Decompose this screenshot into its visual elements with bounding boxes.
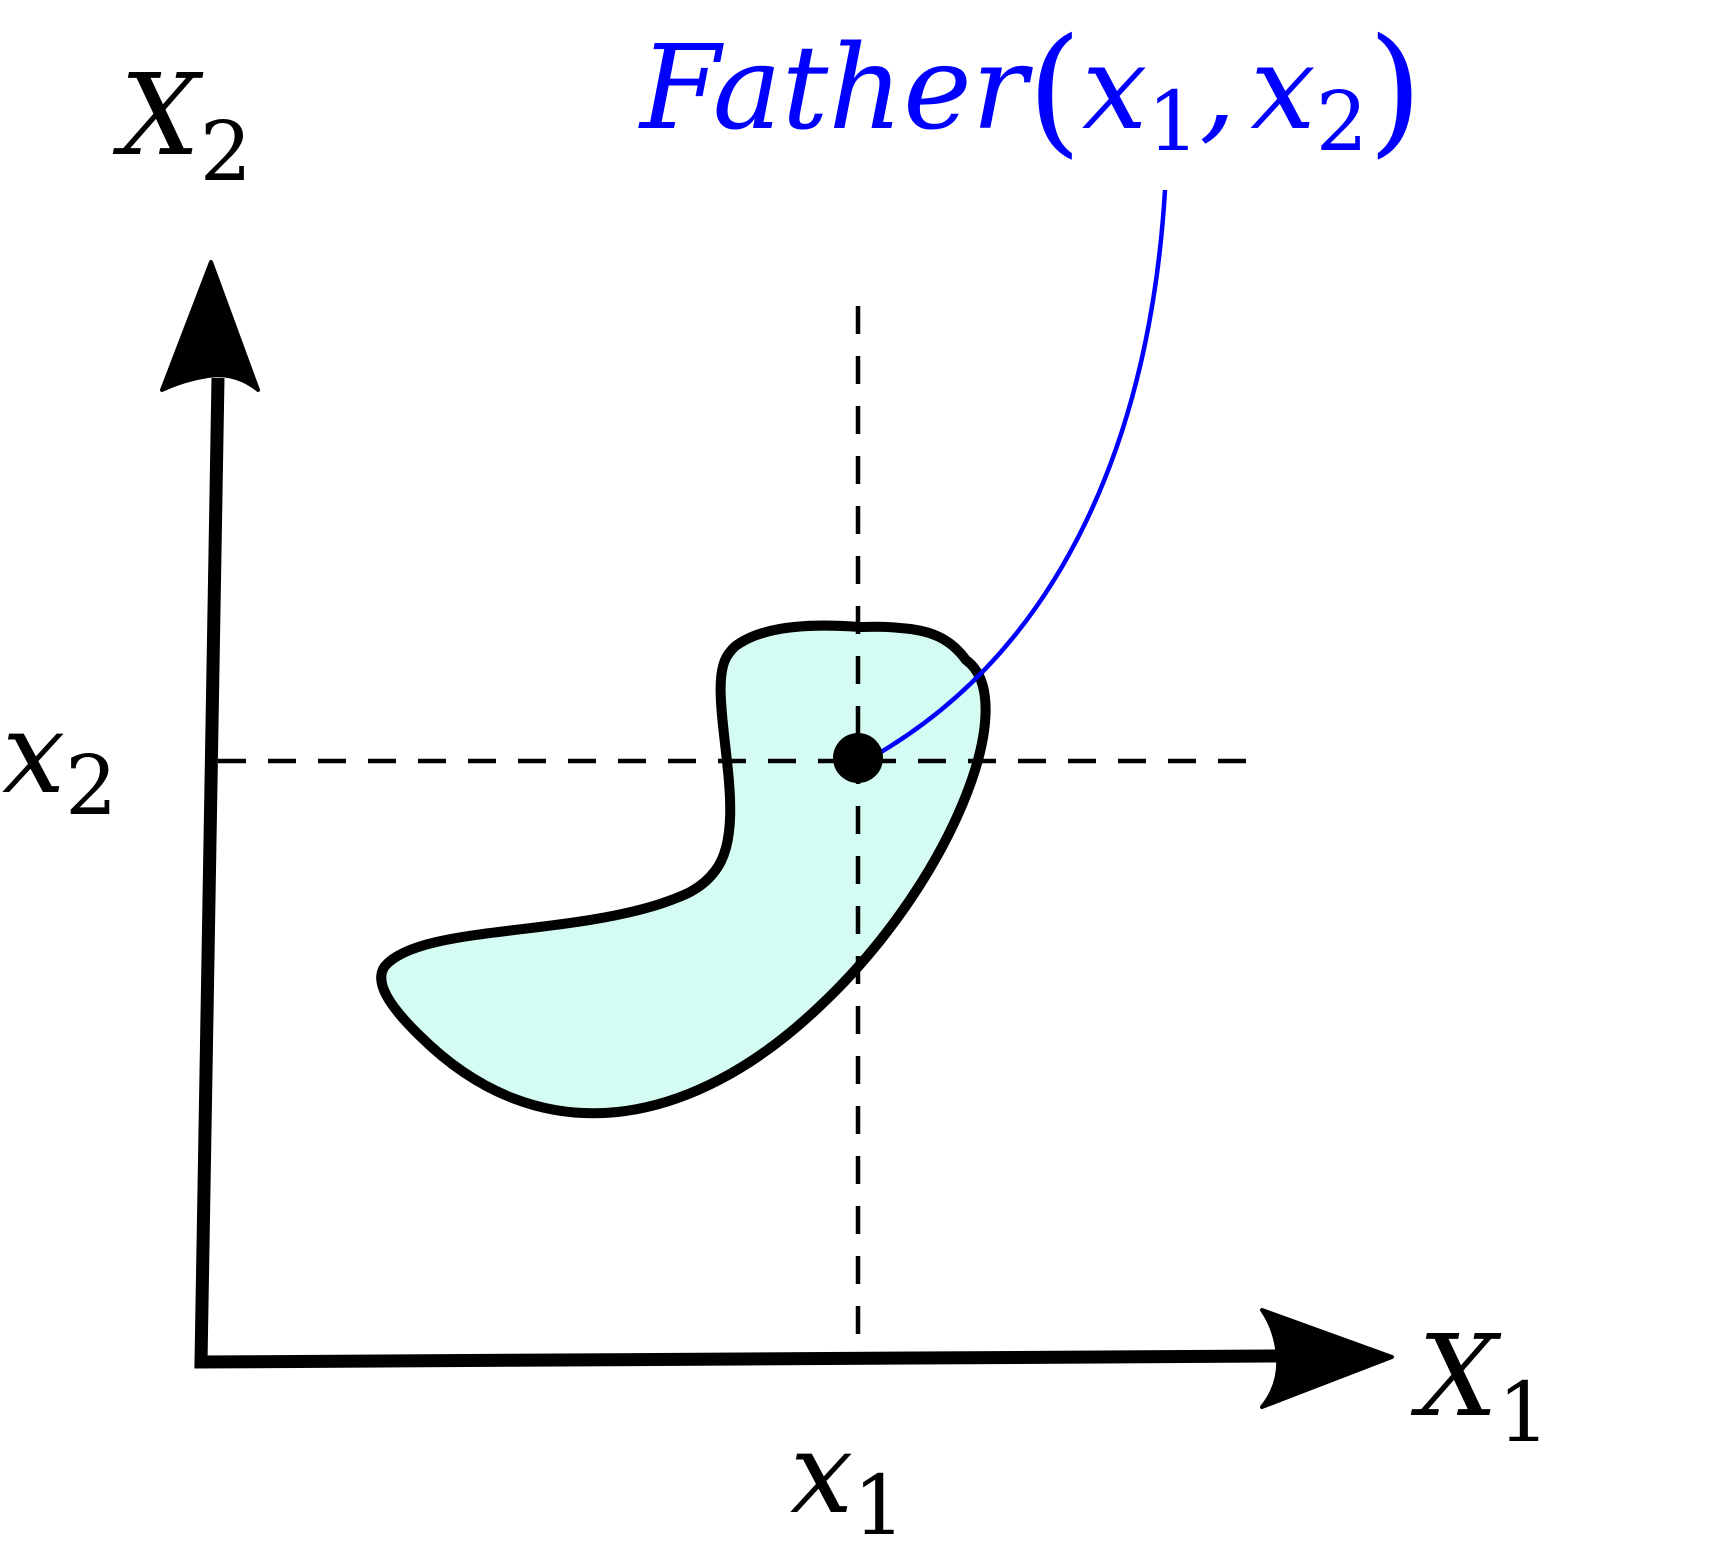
annotation-connector <box>879 189 1168 754</box>
y-axis-label: X2 <box>112 51 252 200</box>
x-axis-label: X1 <box>1410 1312 1550 1461</box>
y-axis-arrowhead <box>160 260 260 392</box>
x2-tick-label: x2 <box>2 689 117 834</box>
x1-tick-label: x1 <box>790 1409 905 1550</box>
father-annotation-label: Father(x1,x2) <box>638 9 1423 172</box>
region-shape <box>376 620 991 1119</box>
father-point <box>833 733 883 783</box>
axes-lines <box>194 377 1281 1369</box>
x-axis-arrowhead <box>1260 1308 1394 1409</box>
